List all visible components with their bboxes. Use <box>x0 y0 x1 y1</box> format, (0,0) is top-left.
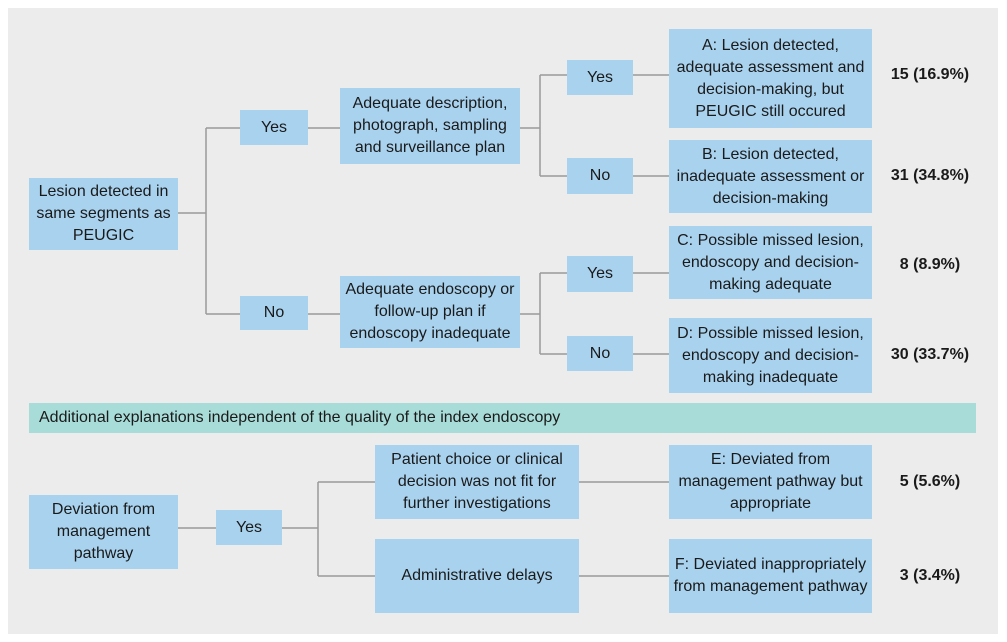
patient-choice-node: Patient choice or clinical decision was … <box>375 445 579 519</box>
adequate-description-node: Adequate description, photograph, sampli… <box>340 88 520 164</box>
count-f: 3 (3.4%) <box>899 567 961 584</box>
yes-label-deviation: Yes <box>216 510 282 545</box>
administrative-delays-node: Administrative delays <box>375 539 579 613</box>
outcome-b-node: B: Lesion detected, inadequate assessmen… <box>669 140 872 213</box>
outcome-e-node: E: Deviated from management pathway but … <box>669 445 872 519</box>
count-b: 31 (34.8%) <box>890 167 970 184</box>
outcome-d-node: D: Possible missed lesion, endoscopy and… <box>669 318 872 393</box>
additional-explanations-banner: Additional explanations independent of t… <box>29 403 976 433</box>
count-a: 15 (16.9%) <box>890 66 970 83</box>
no-label-d: No <box>567 336 633 371</box>
yes-label-a: Yes <box>567 60 633 95</box>
outcome-c-node: C: Possible missed lesion, endoscopy and… <box>669 226 872 299</box>
no-label: No <box>240 296 308 330</box>
outcome-f-node: F: Deviated inappropriately from managem… <box>669 539 872 613</box>
count-d: 30 (33.7%) <box>890 346 970 363</box>
yes-label: Yes <box>240 110 308 145</box>
outcome-a-node: A: Lesion detected, adequate assessment … <box>669 29 872 128</box>
yes-label-c: Yes <box>567 256 633 292</box>
count-c: 8 (8.9%) <box>899 256 961 273</box>
root-node-deviation: Deviation from management pathway <box>29 495 178 569</box>
no-label-b: No <box>567 158 633 194</box>
adequate-endoscopy-node: Adequate endoscopy or follow-up plan if … <box>340 276 520 348</box>
root-node-lesion-detected: Lesion detected in same segments as PEUG… <box>29 178 178 250</box>
count-e: 5 (5.6%) <box>899 473 961 490</box>
